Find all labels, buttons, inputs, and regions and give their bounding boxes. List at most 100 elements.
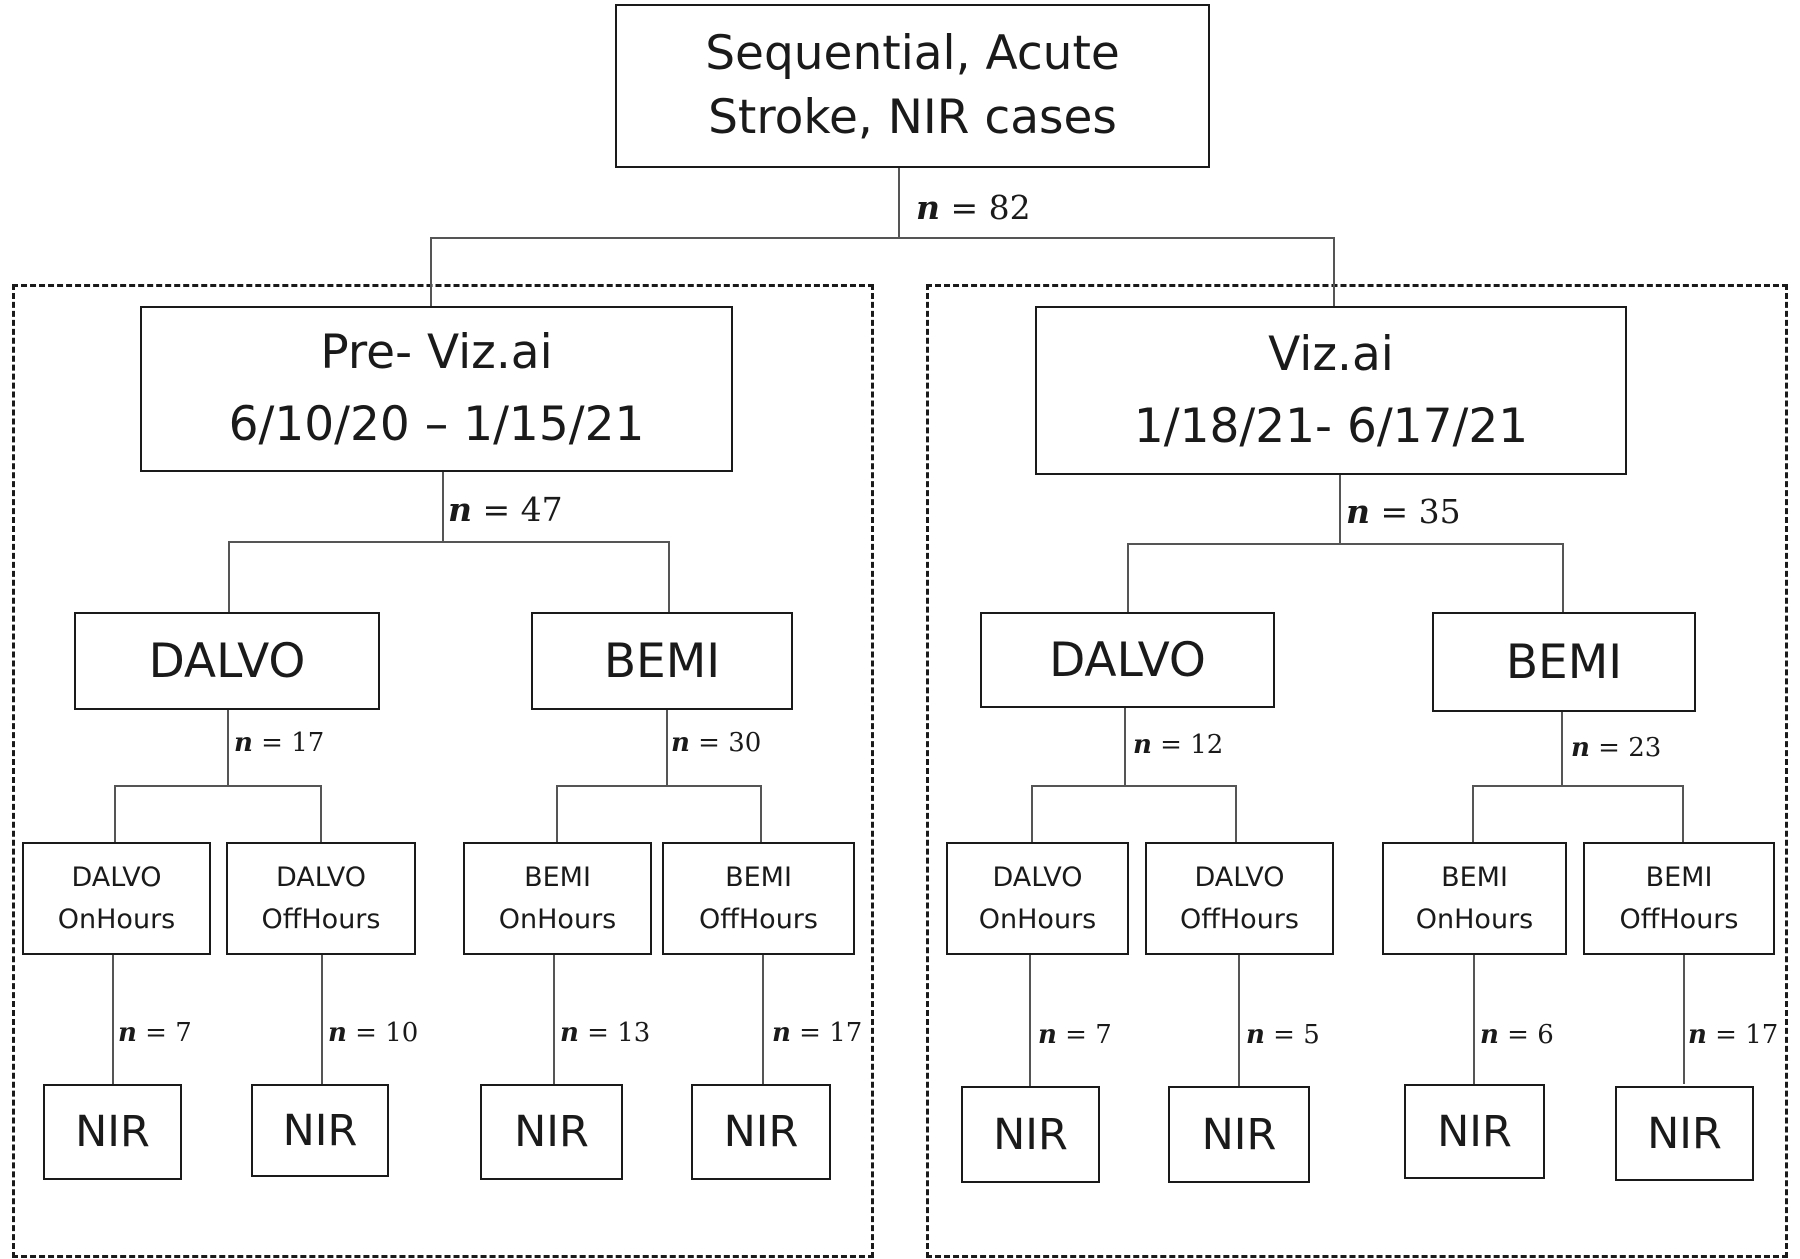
- pre-dalvo-onhours-count-label: n = 7: [118, 1018, 192, 1048]
- pre-dalvo-onhours-line1: DALVO: [71, 861, 162, 893]
- connector-line: [1029, 954, 1031, 1087]
- pre-bemi-onhours-count-value: = 13: [587, 1018, 651, 1048]
- viz-bemi-onhours-box: BEMI OnHours: [1382, 842, 1567, 955]
- connector-line: [228, 541, 230, 613]
- connector-line: [1238, 954, 1240, 1087]
- connector-line: [898, 166, 900, 238]
- n-symbol: n: [916, 188, 940, 227]
- pre-dalvo-offhours-line1: DALVO: [275, 861, 367, 893]
- viz-bemi-count-label: n = 23: [1571, 733, 1661, 763]
- viz-dalvo-offhours-line2: OffHours: [1180, 903, 1299, 935]
- n-symbol: n: [234, 728, 253, 758]
- pre-dalvo-label: DALVO: [148, 633, 306, 689]
- pre-dalvo-count-label: n = 17: [234, 728, 324, 758]
- nir-label: NIR: [514, 1107, 589, 1157]
- nir-label: NIR: [75, 1107, 150, 1157]
- connector-line: [1683, 954, 1685, 1084]
- pre-bemi-onhours-box: BEMI OnHours: [463, 842, 652, 955]
- pre-dalvo-offhours-count-label: n = 10: [328, 1018, 418, 1048]
- pre-bemi-offhours-box: BEMI OffHours: [662, 842, 855, 955]
- n-symbol: n: [1571, 733, 1590, 763]
- connector-line: [1561, 710, 1563, 786]
- viz-dalvo-onhours-line2: OnHours: [978, 903, 1097, 935]
- n-symbol: n: [118, 1018, 137, 1048]
- viz-bemi-onhours-count-label: n = 6: [1480, 1020, 1554, 1050]
- viz-dalvo-label: DALVO: [1049, 632, 1206, 688]
- viz-dalvo-onhours-box: DALVO OnHours: [946, 842, 1129, 955]
- nir-label: NIR: [282, 1105, 358, 1156]
- nir-label: NIR: [1201, 1109, 1277, 1160]
- pre-bemi-box: BEMI: [531, 612, 793, 710]
- pre-bemi-count-label: n = 30: [671, 728, 761, 758]
- viz-bemi-count-value: = 23: [1598, 733, 1662, 763]
- viz-count-value: = 35: [1380, 492, 1461, 531]
- connector-line: [1127, 543, 1129, 615]
- viz-bemi-offhours-line1: BEMI: [1645, 861, 1713, 893]
- pre-bemi-onhours-line1: BEMI: [524, 861, 591, 893]
- n-symbol: n: [1346, 492, 1370, 531]
- pre-dalvo-onhours-line2: OnHours: [57, 903, 176, 935]
- pre-dalvo-onhours-count-value: = 7: [145, 1018, 192, 1048]
- nir-label: NIR: [723, 1107, 799, 1157]
- pre-bemi-offhours-count-label: n = 17: [772, 1018, 862, 1048]
- viz-dalvo-box: DALVO: [980, 612, 1275, 708]
- viz-dalvo-offhours-line1: DALVO: [1194, 861, 1285, 893]
- pre-bemi-offhours-line1: BEMI: [725, 861, 792, 893]
- viz-dalvo-onhours-line1: DALVO: [992, 861, 1083, 893]
- viz-dalvo-onhours-count-value: = 7: [1065, 1020, 1112, 1050]
- connector-line: [1472, 785, 1684, 787]
- pre-bemi-count-value: = 30: [698, 728, 762, 758]
- viz-bemi-offhours-count-label: n = 17: [1688, 1020, 1778, 1050]
- connector-line: [430, 237, 432, 307]
- n-symbol: n: [1133, 730, 1152, 760]
- connector-line: [1682, 785, 1684, 843]
- pre-bemi-offhours-count-value: = 17: [799, 1018, 863, 1048]
- n-symbol: n: [560, 1018, 579, 1048]
- root-title-line2: Stroke, NIR cases: [708, 90, 1117, 145]
- pre-dalvo-onhours-box: DALVO OnHours: [22, 842, 211, 955]
- connector-line: [1031, 785, 1237, 787]
- connector-line: [1127, 543, 1564, 545]
- connector-line: [321, 954, 323, 1084]
- connector-line: [430, 237, 1335, 239]
- pre-dalvo-offhours-nir-box: NIR: [251, 1084, 389, 1177]
- viz-dalvo-offhours-nir-box: NIR: [1168, 1086, 1310, 1183]
- nir-label: NIR: [1647, 1108, 1722, 1159]
- n-symbol: n: [671, 728, 690, 758]
- connector-line: [1562, 543, 1564, 615]
- pre-bemi-offhours-nir-box: NIR: [691, 1084, 831, 1180]
- pre-vizai-group: [12, 284, 874, 1258]
- connector-line: [112, 954, 114, 1084]
- n-symbol: n: [1246, 1020, 1265, 1050]
- viz-bemi-onhours-count-value: = 6: [1507, 1020, 1554, 1050]
- connector-line: [556, 785, 558, 843]
- pre-count-value: = 47: [482, 490, 563, 529]
- root-title-line1: Sequential, Acute: [705, 26, 1120, 81]
- vizai-box: Viz.ai 1/18/21- 6/17/21: [1035, 306, 1627, 475]
- viz-bemi-offhours-line2: OffHours: [1619, 903, 1739, 935]
- vizai-dates: 1/18/21- 6/17/21: [1133, 398, 1529, 454]
- connector-line: [114, 785, 116, 843]
- connector-line: [760, 785, 762, 843]
- viz-bemi-offhours-count-value: = 17: [1715, 1020, 1779, 1050]
- nir-label: NIR: [1437, 1106, 1512, 1157]
- connector-line: [762, 954, 764, 1084]
- connector-line: [1333, 237, 1335, 307]
- pre-bemi-offhours-line2: OffHours: [699, 903, 818, 935]
- n-symbol: n: [448, 490, 472, 529]
- pre-count-label: n = 47: [448, 490, 563, 529]
- pre-dalvo-offhours-count-value: = 10: [355, 1018, 419, 1048]
- connector-line: [320, 785, 322, 843]
- connector-line: [1472, 785, 1474, 843]
- connector-line: [442, 470, 444, 542]
- n-symbol: n: [1688, 1020, 1707, 1050]
- connector-line: [227, 708, 229, 786]
- viz-dalvo-count-value: = 12: [1160, 730, 1224, 760]
- pre-bemi-label: BEMI: [603, 633, 721, 689]
- viz-dalvo-onhours-count-label: n = 7: [1038, 1020, 1112, 1050]
- viz-bemi-onhours-line1: BEMI: [1441, 861, 1508, 893]
- connector-line: [1339, 473, 1341, 545]
- root-box: Sequential, Acute Stroke, NIR cases: [615, 4, 1210, 168]
- pre-dalvo-count-value: = 17: [261, 728, 325, 758]
